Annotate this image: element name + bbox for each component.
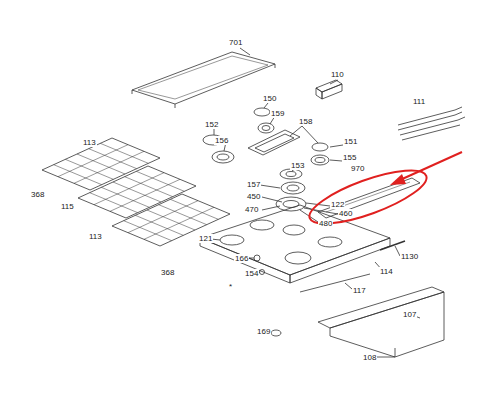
wire-harness	[398, 107, 465, 140]
griddle	[132, 52, 275, 104]
callout-number: 111	[412, 97, 426, 106]
callout-number: 115	[60, 202, 75, 211]
callout-number: 156	[214, 136, 229, 145]
callout-number: 169	[256, 327, 271, 336]
callout-number: 368	[160, 268, 175, 277]
callout-number: 150	[262, 94, 277, 103]
callout-number: 1130	[400, 252, 419, 261]
highlight-oval	[304, 160, 432, 234]
callout-number: 368	[30, 190, 45, 199]
callout-number: 153	[290, 161, 305, 170]
burner-grates	[42, 138, 230, 246]
callout-number: *	[228, 282, 233, 291]
callout-number: 122	[330, 200, 345, 209]
callout-number: 113	[88, 232, 103, 241]
callout-number: 110	[330, 70, 345, 79]
callout-number: 108	[362, 353, 377, 362]
callout-number: 114	[379, 267, 394, 276]
callout-number: 450	[246, 192, 261, 201]
grate	[78, 166, 196, 218]
callout-number: 155	[342, 153, 357, 162]
callout-number: 117	[352, 286, 367, 295]
grate	[42, 138, 160, 190]
callout-number: 157	[246, 180, 261, 189]
front-panel	[318, 287, 444, 328]
callout-number: 470	[244, 205, 259, 214]
callout-number: 480	[318, 219, 333, 228]
callout-number: 107	[402, 310, 417, 319]
cooktop-pan	[200, 205, 390, 275]
callout-number: 158	[298, 117, 313, 126]
callout-number: 460	[338, 209, 353, 218]
callout-number: 166	[234, 254, 249, 263]
burner-head	[281, 182, 305, 194]
highlight-arrow	[390, 174, 406, 185]
callout-number: 121	[198, 234, 213, 243]
grate	[112, 194, 230, 246]
callout-number: 701	[228, 38, 243, 47]
callout-number: 152	[204, 120, 219, 129]
callout-number: 159	[270, 109, 285, 118]
callout-number: 151	[343, 137, 358, 146]
callout-number: 113	[82, 138, 97, 147]
callout-number: 970	[350, 164, 365, 173]
callout-number: 154	[244, 269, 259, 278]
